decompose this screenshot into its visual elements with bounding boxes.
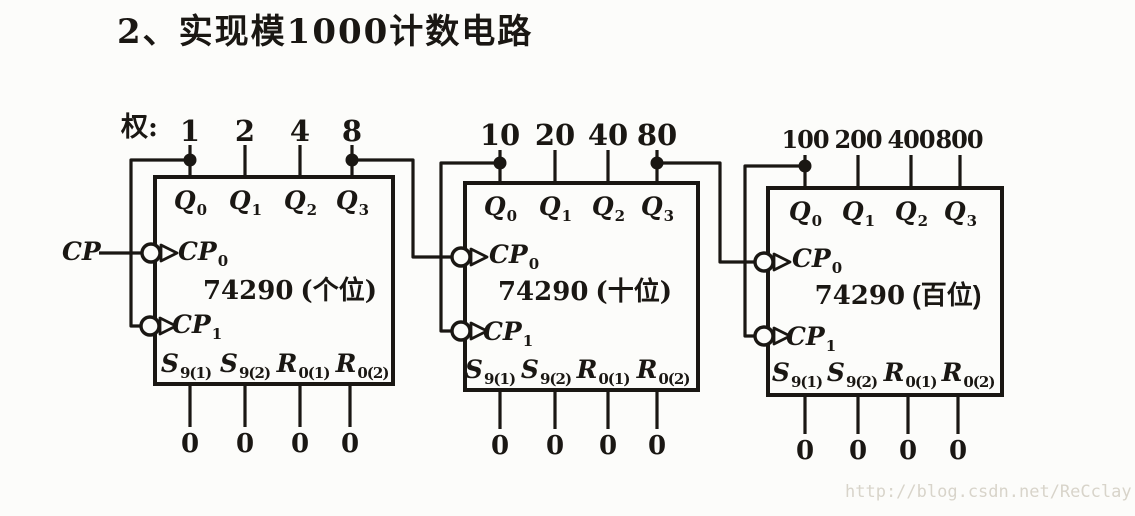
control-value: 0	[848, 436, 868, 466]
weight-label: 2	[234, 114, 256, 148]
control-value: 0	[490, 431, 510, 461]
weight-label: 400	[887, 125, 935, 154]
connection-wires	[99, 158, 805, 338]
top-stubs-hundreds	[803, 155, 962, 188]
pin-label-q2: Q2	[894, 197, 928, 230]
watermark: http://blog.csdn.net/ReCclay	[845, 482, 1132, 502]
pin-label-cp0: CP0	[792, 244, 842, 277]
weight-label: 200	[834, 125, 882, 154]
pin-label-q1: Q1	[841, 197, 875, 230]
pin-label-r01: R0(1)	[883, 358, 938, 391]
chip-box-tens	[463, 181, 700, 392]
control-value: 0	[598, 431, 618, 461]
pin-label-q1: Q1	[538, 192, 572, 225]
pin-label-q0: Q0	[173, 186, 207, 219]
pin-label-s92: S9(2)	[520, 355, 572, 388]
pin-label-q3: Q3	[640, 192, 674, 225]
pin-label-s92: S9(2)	[826, 358, 878, 391]
clock-input-label: CP	[62, 237, 101, 266]
control-value: 0	[180, 429, 200, 459]
pin-label-s92: S9(2)	[219, 349, 271, 382]
pin-label-cp1: CP1	[483, 317, 533, 350]
clock-inversion-bubbles	[139, 242, 775, 347]
wire-q3-ones-to-cp0-tens	[352, 158, 452, 259]
control-value: 0	[898, 436, 918, 466]
weight-label: 1	[179, 114, 201, 148]
control-value: 0	[290, 429, 310, 459]
weights-prefix-label: 权:	[121, 112, 158, 143]
weight-label: 800	[935, 125, 983, 154]
chip-name: 74290(个位)	[202, 276, 378, 306]
chip-box-hundreds	[766, 186, 1004, 397]
junction-dots	[183, 153, 812, 173]
bottom-stubs-tens	[498, 390, 659, 429]
pin-label-r02: R0(2)	[941, 358, 996, 391]
weight-label: 100	[781, 125, 829, 154]
top-stubs-tens	[498, 150, 659, 183]
pin-label-q2: Q2	[283, 186, 317, 219]
bottom-stubs-hundreds	[803, 395, 960, 434]
pin-label-r02: R0(2)	[335, 349, 390, 382]
pin-label-q0: Q0	[483, 192, 517, 225]
pin-label-cp1: CP1	[786, 322, 836, 355]
chip-name: 74290(百位)	[814, 280, 982, 311]
weight-label: 80	[636, 118, 678, 152]
wire-q0-to-cp1-hundreds	[743, 164, 805, 338]
pin-label-q2: Q2	[591, 192, 625, 225]
wire-q0-to-cp1-tens	[439, 161, 500, 333]
pin-label-cp0: CP0	[178, 237, 228, 270]
pin-label-s91: S9(1)	[464, 355, 516, 388]
control-value: 0	[795, 436, 815, 466]
pin-label-s91: S9(1)	[771, 358, 823, 391]
clock-edge-wedges	[158, 243, 792, 346]
chip-name: 74290(十位)	[497, 277, 673, 307]
pin-label-r01: R0(1)	[576, 355, 631, 388]
pin-label-s91: S9(1)	[160, 349, 212, 382]
top-stubs-ones	[188, 145, 354, 177]
pin-label-q3: Q3	[943, 197, 977, 230]
control-value: 0	[340, 429, 360, 459]
pin-label-cp1: CP1	[172, 310, 222, 343]
wire-q0-to-cp1-ones	[129, 158, 190, 328]
pin-label-cp0: CP0	[489, 240, 539, 273]
weight-label: 4	[289, 114, 311, 148]
control-value: 0	[948, 436, 968, 466]
weight-label: 8	[341, 114, 363, 148]
pin-label-q1: Q1	[228, 186, 262, 219]
control-value: 0	[235, 429, 255, 459]
wire-q3-tens-to-cp0-hundreds	[657, 161, 755, 264]
pin-label-r01: R0(1)	[276, 349, 331, 382]
bottom-stubs-ones	[188, 386, 352, 427]
chip-box-ones	[153, 175, 395, 386]
weight-label: 10	[479, 118, 521, 152]
weight-label: 40	[587, 118, 629, 152]
weight-label: 20	[534, 118, 576, 152]
page-title: 2、实现模1000计数电路	[117, 12, 534, 52]
control-value: 0	[647, 431, 667, 461]
pin-label-q0: Q0	[788, 197, 822, 230]
pin-label-q3: Q3	[335, 186, 369, 219]
pin-label-r02: R0(2)	[636, 355, 691, 388]
chip-boxes	[153, 175, 1004, 397]
control-value: 0	[545, 431, 565, 461]
